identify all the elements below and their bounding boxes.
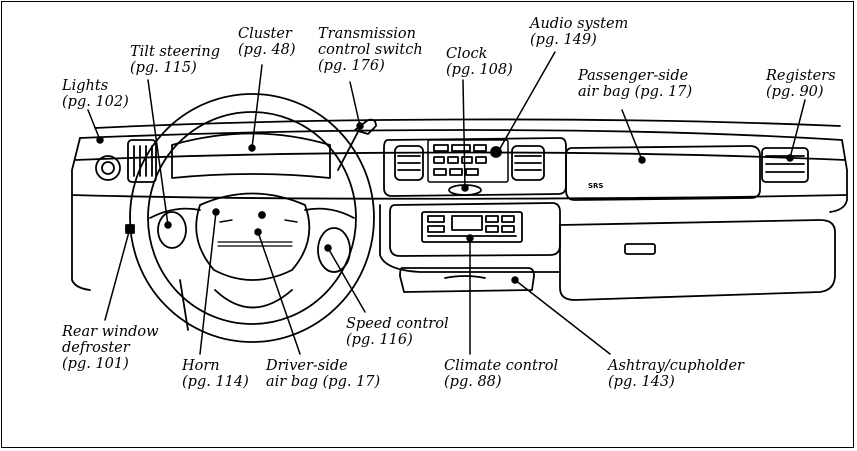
label-lights: Lights(pg. 102) bbox=[62, 78, 129, 110]
center-vent-left bbox=[394, 145, 424, 181]
dash-lower-line bbox=[71, 194, 848, 200]
steering-column bbox=[179, 279, 189, 331]
climate-panel bbox=[421, 211, 523, 243]
dash-top-edge bbox=[94, 118, 841, 129]
label-climate-control: Climate control(pg. 88) bbox=[444, 358, 559, 390]
audio-unit bbox=[427, 139, 509, 183]
instrument-cluster bbox=[171, 132, 331, 179]
label-audio-system: Audio system(pg. 149) bbox=[530, 16, 629, 48]
label-cluster: Cluster(pg. 48) bbox=[238, 26, 296, 58]
dash-top-edge-inner bbox=[79, 129, 843, 141]
glovebox-latch bbox=[624, 243, 656, 255]
label-horn: Horn(pg. 114) bbox=[182, 358, 249, 390]
left-vent bbox=[127, 139, 157, 183]
label-clock: Clock(pg. 108) bbox=[446, 46, 513, 78]
dash-right-edge bbox=[829, 139, 848, 213]
glovebox bbox=[559, 219, 836, 301]
steering-spoke-right bbox=[304, 207, 355, 219]
steering-wheel-rim-inner bbox=[147, 111, 357, 325]
steering-spoke-left bbox=[149, 207, 201, 219]
dash-outline bbox=[71, 137, 91, 291]
steering-hub bbox=[195, 192, 311, 281]
label-registers: Registers(pg. 90) bbox=[766, 68, 836, 100]
center-stack bbox=[383, 137, 567, 197]
center-vent-right bbox=[511, 145, 545, 181]
dash-upper-line bbox=[74, 151, 846, 161]
srs-marking: SRS bbox=[588, 182, 603, 190]
label-speed-control: Speed control(pg. 116) bbox=[346, 316, 449, 348]
lights-switch bbox=[95, 155, 121, 181]
right-register bbox=[761, 147, 809, 183]
leader-lines bbox=[87, 51, 806, 355]
steering-wheel-rim-outer bbox=[129, 93, 375, 343]
dash-front-lower bbox=[379, 204, 561, 273]
climate-bezel bbox=[389, 202, 561, 257]
speed-control-pod bbox=[317, 227, 351, 273]
left-stalk-pod bbox=[157, 211, 187, 249]
ashtray-cupholder bbox=[399, 267, 535, 293]
label-tilt-steering: Tilt steering(pg. 115) bbox=[130, 44, 221, 76]
label-ashtray-cupholder: Ashtray/cupholder(pg. 143) bbox=[608, 358, 744, 390]
steering-spoke-lower bbox=[214, 289, 293, 309]
